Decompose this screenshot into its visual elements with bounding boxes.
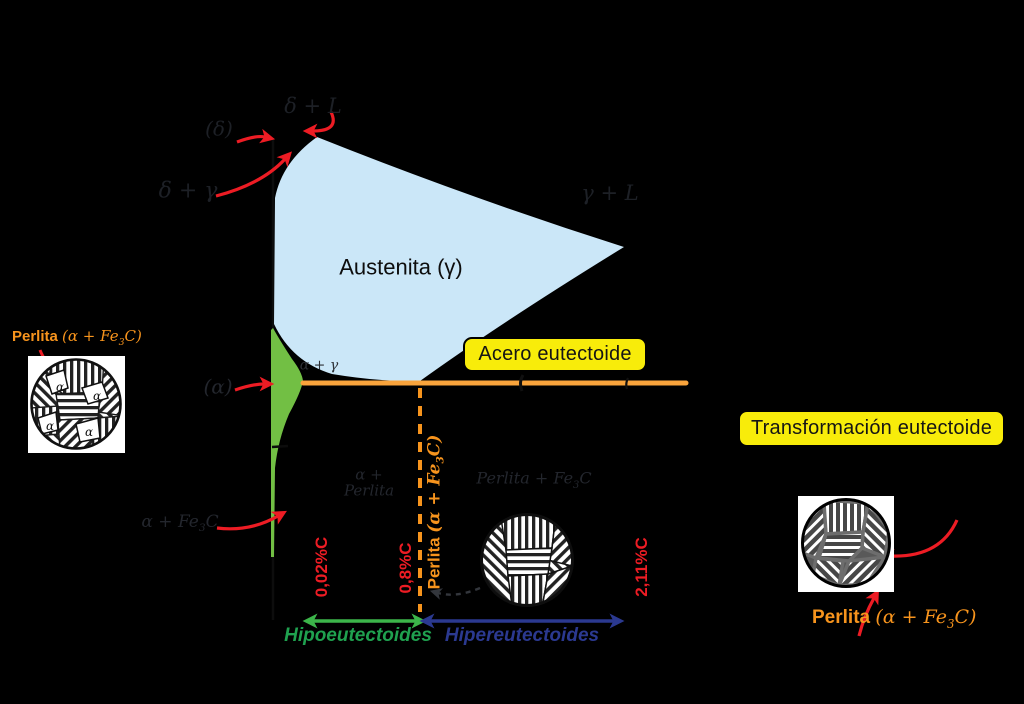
region-label-alpha-fe3c: α + Fe3C <box>141 511 219 535</box>
arrow-alpha-region <box>234 376 275 392</box>
range-label-hipoeutectoides: Hipoeutectoides <box>284 625 432 647</box>
arrow-perlita-right-lower <box>857 588 880 637</box>
composition-label-08: 0,8%C <box>396 542 416 594</box>
region-label-alpha: (α) <box>203 374 233 399</box>
micrograph-perlita-alpha: α α α α <box>28 356 125 453</box>
arrow-delta-region <box>236 128 276 144</box>
alpha-grain-label: α <box>93 389 101 403</box>
region-label-delta-gamma: δ + γ <box>158 178 218 204</box>
composition-label-211: 2,11%C <box>632 537 652 597</box>
arrow-delta-liquid <box>302 111 335 139</box>
region-label-gamma-liquid: γ + L <box>581 180 639 205</box>
region-label-alpha-perlita: α + Perlita <box>343 465 395 499</box>
perlita-label-vertical: Perlita (α + Fe3C) <box>424 434 447 590</box>
perlita-label-left: Perlita (α + Fe3C) <box>12 327 142 348</box>
eutectoid-line-break-mark <box>519 374 525 392</box>
region-label-perlita-fe3c: Perlita + Fe3C <box>476 468 592 491</box>
austenite-region <box>274 137 624 382</box>
perlita-label-right: Perlita (α + Fe3C) <box>812 606 977 631</box>
micrograph-perlita-fe3c <box>480 513 574 607</box>
region-label-austenita: Austenita (γ) <box>339 254 463 280</box>
range-label-hipereutectoides: Hipereutectoides <box>444 625 600 647</box>
callout-transformacion-eutectoide: Transformación eutectoide <box>738 410 1005 447</box>
arrow-micrograph-to-line <box>429 586 481 600</box>
region-label-delta-liquid: δ + L <box>284 93 342 118</box>
eutectoid-line-break-mark-2 <box>625 377 630 390</box>
arrow-alpha-fe3c <box>216 510 287 531</box>
ferrite-solubility-tick <box>271 444 289 449</box>
alpha-grain-label: α <box>85 425 93 439</box>
arrow-perlita-right-upper <box>879 519 959 564</box>
micrograph-perlita-eutectoide <box>798 496 894 592</box>
alpha-grain-label: α <box>46 419 54 433</box>
region-label-alpha-gamma: α + γ <box>299 357 339 374</box>
composition-label-002: 0,02%C <box>312 536 332 598</box>
alpha-grain-label: α <box>56 380 64 394</box>
region-label-delta: (δ) <box>205 116 233 141</box>
arrow-delta-gamma <box>215 151 292 198</box>
ferrite-region <box>271 328 303 557</box>
callout-acero-eutectoide: Acero eutectoide <box>463 337 647 372</box>
